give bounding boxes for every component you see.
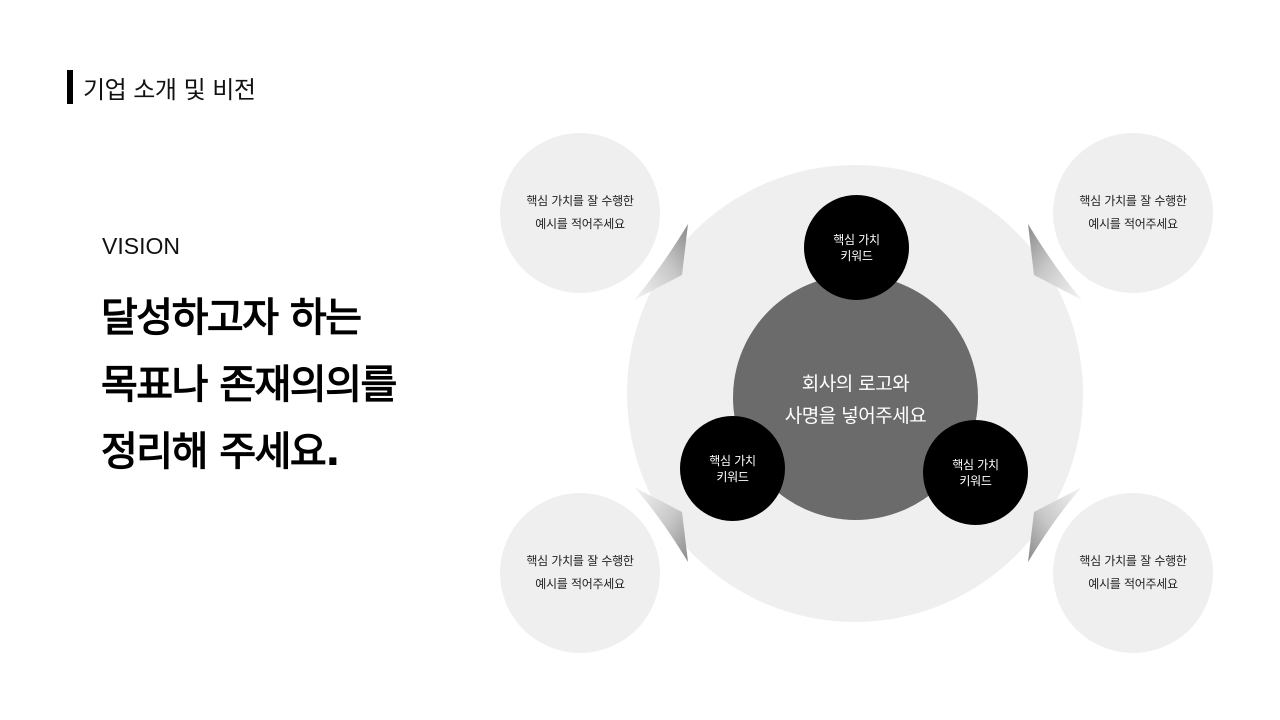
example-bubble-bottom-left: 핵심 가치를 잘 수행한 예시를 적어주세요 (500, 493, 660, 653)
section-title-text: 기업 소개 및 비전 (83, 75, 256, 104)
keyword-text: 키워드 (959, 473, 992, 488)
pointer-wedge-top-right (1028, 224, 1082, 300)
example-bubble-top-left: 핵심 가치를 잘 수행한 예시를 적어주세요 (500, 133, 660, 293)
example-text: 예시를 적어주세요 (1088, 577, 1178, 591)
example-text: 핵심 가치를 잘 수행한 (1079, 194, 1187, 208)
example-text: 예시를 적어주세요 (535, 217, 625, 231)
example-text: 예시를 적어주세요 (1088, 217, 1178, 231)
vision-label: VISION (102, 233, 180, 259)
company-logo-text: 사명을 넣어주세요 (784, 404, 927, 427)
keyword-text: 핵심 가치 (833, 232, 880, 247)
keyword-text: 핵심 가치 (952, 457, 999, 472)
vision-headline-line: 목표나 존재의의를 (101, 362, 397, 408)
vision-headline-line: 달성하고자 하는 (101, 295, 362, 341)
example-bubble-bottom-right: 핵심 가치를 잘 수행한 예시를 적어주세요 (1053, 493, 1213, 653)
example-text: 핵심 가치를 잘 수행한 (526, 554, 634, 568)
example-text: 핵심 가치를 잘 수행한 (526, 194, 634, 208)
vision-headline: 달성하고자 하는 목표나 존재의의를 정리해 주세요. (101, 285, 481, 486)
example-text: 예시를 적어주세요 (535, 577, 625, 591)
keyword-circle-bottom-left: 핵심 가치 키워드 (680, 416, 785, 521)
keyword-circle-top: 핵심 가치 키워드 (804, 195, 909, 300)
example-text: 핵심 가치를 잘 수행한 (1079, 554, 1187, 568)
keyword-circle-bottom-right: 핵심 가치 키워드 (923, 420, 1028, 525)
keyword-text: 키워드 (840, 248, 873, 263)
pointer-wedge-bottom-left (634, 487, 688, 562)
company-logo-text: 회사의 로고와 (801, 372, 910, 395)
keyword-text: 핵심 가치 (709, 453, 756, 468)
pointer-wedge-top-left (634, 224, 688, 300)
example-bubble-top-right: 핵심 가치를 잘 수행한 예시를 적어주세요 (1053, 133, 1213, 293)
keyword-text: 키워드 (716, 469, 749, 484)
section-accent-bar (67, 70, 73, 104)
pointer-wedge-bottom-right (1028, 487, 1082, 562)
vision-headline-line: 정리해 주세요. (101, 429, 340, 475)
section-title: 기업 소개 및 비전 (67, 70, 256, 104)
